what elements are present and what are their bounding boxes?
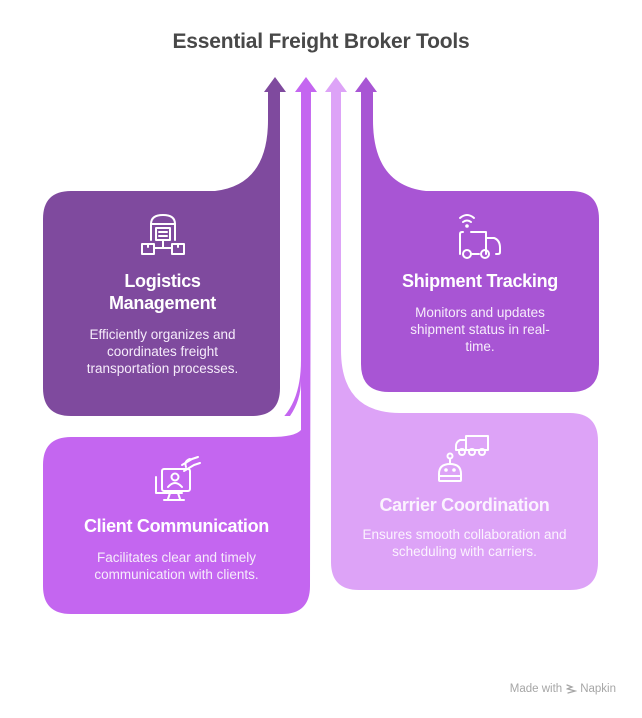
carrier-coordination-shape <box>331 92 598 590</box>
card-logistics-management: Logistics Management Efficiently organiz… <box>43 210 282 377</box>
warehouse-network-icon <box>140 214 185 255</box>
client-communication-heading: Client Communication <box>83 516 269 536</box>
carrier-coordination-arrowhead <box>325 77 347 92</box>
gap-logistics-client <box>43 380 301 437</box>
shipment-tracking-description: Monitors and updates shipment status in … <box>410 305 550 354</box>
shipment-tracking-heading: Shipment Tracking <box>402 271 558 291</box>
truck-signal-icon <box>459 214 501 259</box>
robot-truck-icon <box>438 435 489 482</box>
monitor-user-hand-icon <box>155 456 201 501</box>
made-with-label: Made with <box>509 683 563 695</box>
logistics-management-description: Efficiently organizes and coordinates fr… <box>86 327 239 376</box>
card-shipment-tracking: Shipment Tracking Monitors and updates s… <box>361 210 599 355</box>
logistics-management-heading-line2: Management <box>108 293 217 313</box>
logistics-management-shape <box>43 92 280 416</box>
logistics-management-heading-line1: Logistics <box>124 271 201 291</box>
card-client-communication: Client Communication Facilitates clear a… <box>43 455 310 583</box>
footer-attribution: Made with Napkin <box>510 683 616 695</box>
client-communication-description: Facilitates clear and timely communicati… <box>94 550 259 582</box>
card-carrier-coordination: Carrier Coordination Ensures smooth coll… <box>331 432 598 560</box>
client-communication-shape <box>43 92 311 614</box>
diagram-title: Essential Freight Broker Tools <box>172 30 470 53</box>
shipment-tracking-shape <box>361 92 599 392</box>
shipment-tracking-arrowhead <box>355 77 377 92</box>
carrier-coordination-description: Ensures smooth collaboration and schedul… <box>362 527 567 559</box>
napkin-brand-link[interactable]: Napkin <box>580 683 616 695</box>
carrier-coordination-heading: Carrier Coordination <box>379 495 550 515</box>
client-communication-arrowhead <box>295 77 317 92</box>
napkin-logo-icon <box>566 684 578 694</box>
logistics-management-arrowhead <box>264 77 286 92</box>
